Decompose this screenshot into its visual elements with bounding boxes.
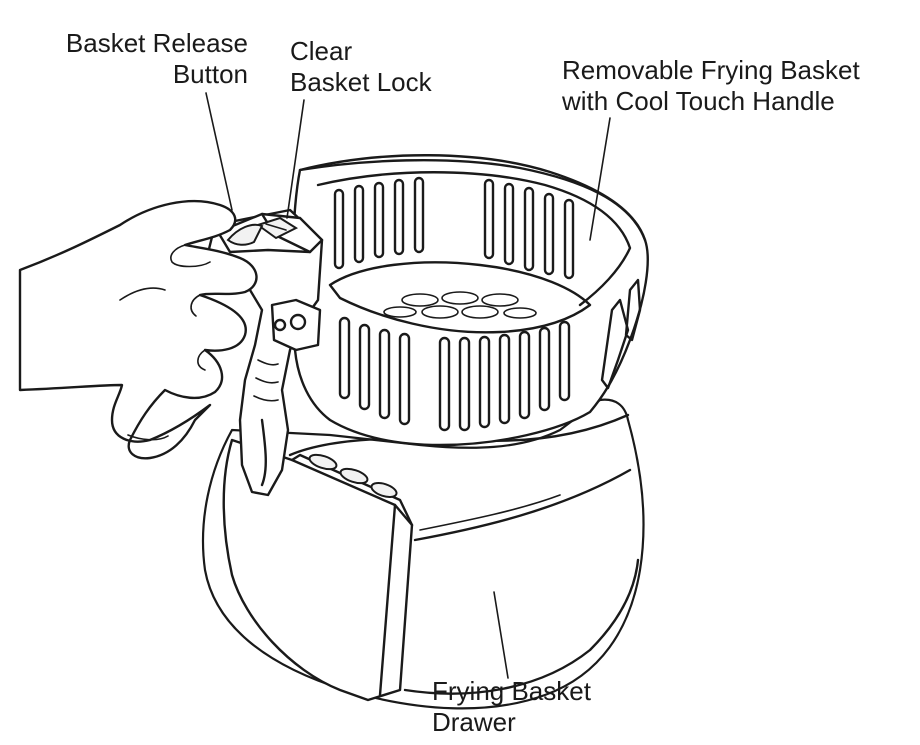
leader-clear-lock <box>286 99 305 219</box>
label-frying-basket-drawer: Frying Basket Drawer <box>432 676 591 737</box>
drawer-front-plate <box>222 438 414 702</box>
leader-drawer <box>493 591 509 679</box>
leader-lines <box>205 92 611 679</box>
label-clear-basket-lock: Clear Basket Lock <box>290 36 432 97</box>
drawer-grip-bumps <box>308 453 398 498</box>
label-removable-frying-basket: Removable Frying Basket with Cool Touch … <box>562 55 860 116</box>
leader-frying-basket <box>589 117 611 241</box>
label-basket-release-button: Basket Release Button <box>65 28 248 89</box>
basket-back-slots <box>333 176 575 280</box>
frying-basket <box>290 154 649 447</box>
leader-basket-release <box>205 92 233 211</box>
basket-release-button <box>226 223 264 246</box>
basket-side-slots <box>600 278 642 390</box>
hand-illustration <box>18 199 258 460</box>
clear-basket-lock <box>255 216 299 240</box>
basket-floor-holes <box>383 291 537 319</box>
basket-front-slots <box>338 316 571 432</box>
